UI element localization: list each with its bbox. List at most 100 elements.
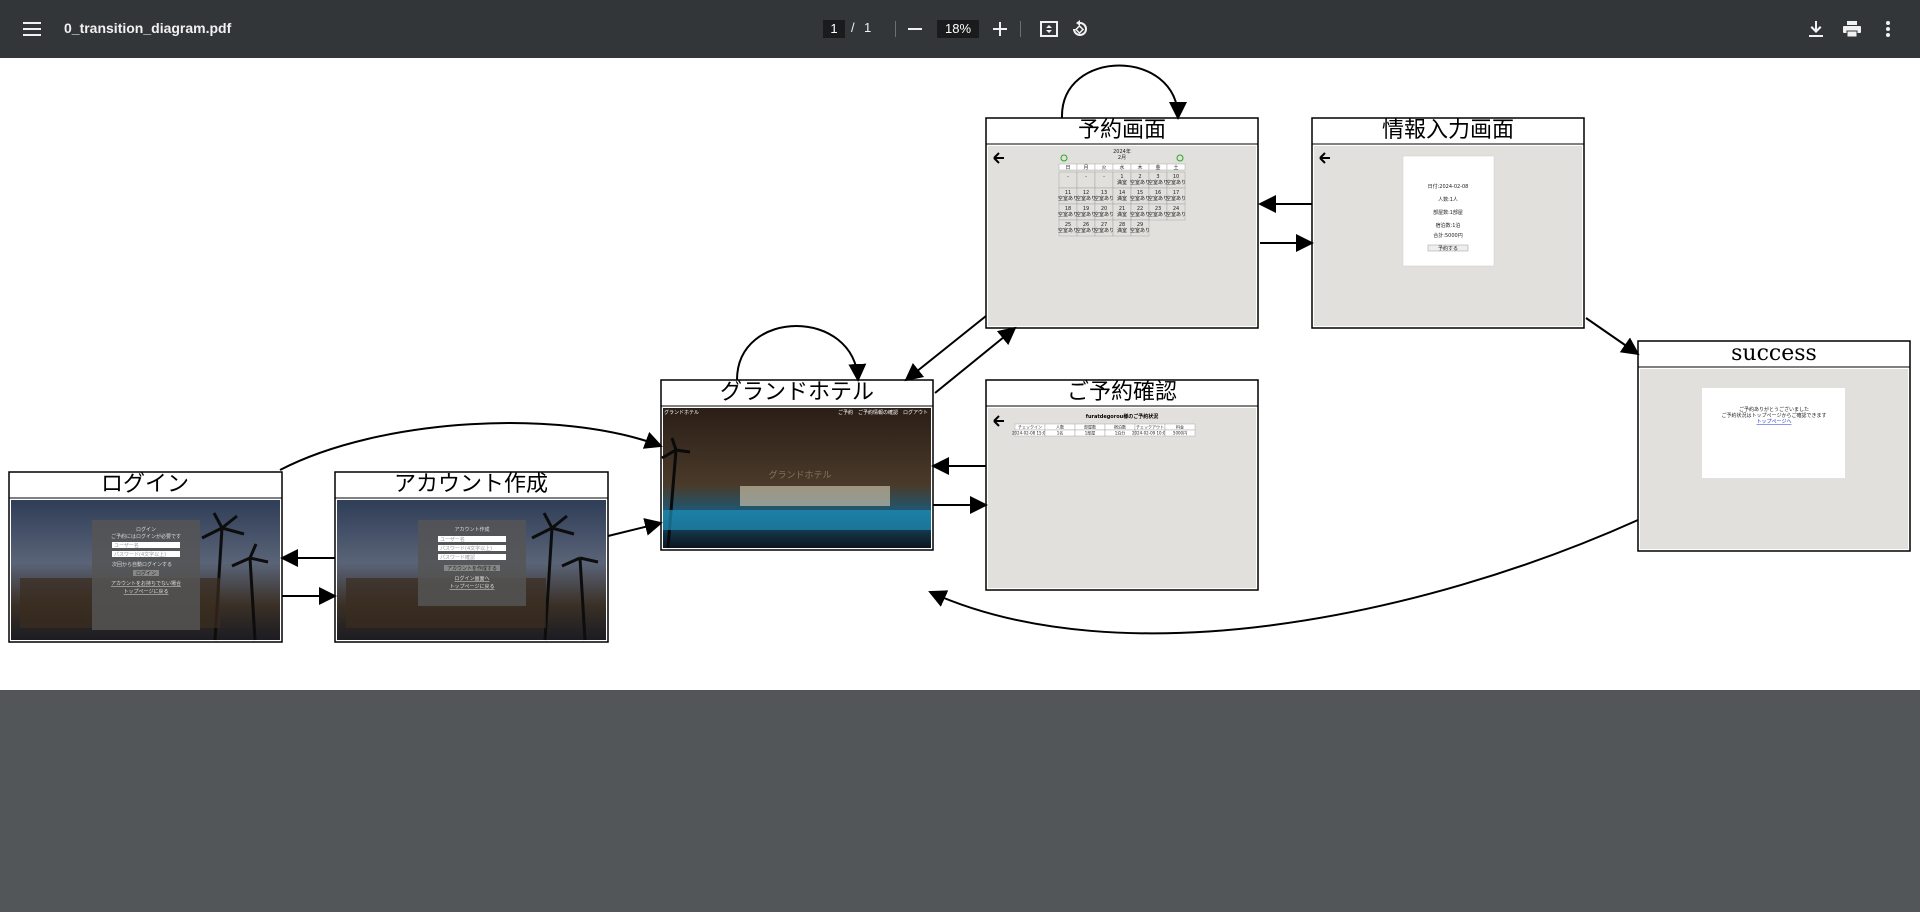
login-username-field: ユーザー名 — [114, 542, 139, 549]
success-line1: ご予約ありがとうございました — [1739, 406, 1809, 413]
calendar-day: 16 — [1155, 190, 1161, 196]
confirm-table-header: チェックアウト — [1136, 424, 1164, 430]
login-button: ログイン — [136, 570, 156, 577]
calendar-day: 20 — [1101, 206, 1107, 212]
toolbar-divider — [895, 21, 896, 37]
plus-icon[interactable] — [984, 13, 1016, 45]
confirm-table-value: 5000円 — [1173, 431, 1187, 436]
pdf-toolbar: 0_transition_diagram.pdf 1 / 1 18% — [0, 0, 1920, 58]
calendar-day-status: 満室 — [1117, 211, 1127, 218]
calendar-day-status: 空室あり — [1058, 211, 1078, 218]
page-number-input[interactable]: 1 — [823, 20, 845, 38]
info-rooms-select: 部屋数:1部屋 — [1433, 209, 1463, 216]
confirm-table-header: 宿泊数 — [1114, 424, 1126, 430]
transition-diagram: ログイン ログイン ご予約にはログインが必要です ユーザー名 パスワード(4文字… — [8, 64, 1911, 643]
info-total: 合計:5000円 — [1433, 232, 1462, 239]
edge-info-success — [1585, 317, 1640, 356]
node-success: success ご予約ありがとうございました ご予約状況はトップページからご確認… — [1637, 340, 1911, 552]
calendar-day-status: 空室あり — [1130, 211, 1150, 218]
calendar-day: 25 — [1065, 222, 1071, 228]
login-link-create: アカウントをお持ちでない場合 — [111, 580, 181, 587]
calendar-month: 2月 — [1118, 155, 1126, 161]
node-reserve: 予約画面 2024年 2月 日月火水木金土---1満室2空室あり3空室あり10空… — [985, 117, 1259, 329]
calendar-grid: 日月火水木金土---1満室2空室あり3空室あり10空室あり11空室あり12空室あ… — [1058, 163, 1186, 237]
prev-month-icon — [1060, 154, 1068, 162]
calendar-day: 19 — [1083, 206, 1089, 212]
calendar-day-status: 空室あり — [1130, 227, 1150, 234]
node-title-reserve: 予約画面 — [1078, 118, 1166, 143]
node-title-account: アカウント作成 — [394, 472, 548, 497]
calendar-day-status: 空室あり — [1130, 179, 1150, 186]
download-icon[interactable] — [1800, 13, 1832, 45]
edge-hotel-reserve — [934, 326, 1017, 394]
success-line2: ご予約状況はトップページからご確認できます — [1722, 412, 1827, 419]
transition-edges — [279, 64, 1640, 635]
calendar-day-status: 空室あり — [1076, 227, 1096, 234]
calendar-day: 21 — [1119, 206, 1125, 212]
calendar-day: 29 — [1137, 222, 1143, 228]
confirm-table-value: 1部屋 — [1085, 430, 1096, 436]
calendar-day-status: 空室あり — [1094, 195, 1114, 202]
account-panel-title: アカウント作成 — [454, 526, 489, 533]
toolbar-divider — [1020, 21, 1021, 37]
login-panel-subtitle: ご予約にはログインが必要です — [111, 533, 181, 540]
fit-page-icon[interactable] — [1033, 13, 1065, 45]
account-password-field: パスワード(4文字以上) — [440, 545, 492, 552]
calendar-day: - — [1085, 174, 1087, 180]
calendar-day-status: 空室あり — [1094, 227, 1114, 234]
calendar-day: 28 — [1119, 222, 1125, 228]
calendar-day-status: 空室あり — [1166, 179, 1186, 186]
calendar-day-status: 空室あり — [1148, 179, 1168, 186]
edge-reserve-self — [1060, 64, 1187, 120]
login-link-top: トップページに戻る — [124, 588, 169, 595]
zoom-level-input[interactable]: 18% — [937, 20, 979, 38]
calendar-day: - — [1067, 174, 1069, 180]
document-title: 0_transition_diagram.pdf — [64, 20, 232, 36]
calendar-day-status: 空室あり — [1058, 227, 1078, 234]
calendar-weekday: 金 — [1155, 164, 1160, 171]
calendar-day-status: 空室あり — [1058, 195, 1078, 202]
calendar-day: 1 — [1120, 174, 1123, 180]
calendar-day-status: 空室あり — [1148, 211, 1168, 218]
confirm-table-value: 1名 — [1057, 430, 1064, 436]
hotel-watermark: グランドホテル — [768, 469, 831, 481]
success-top-link: トップページへ — [1757, 419, 1792, 425]
confirm-table-header: 人数 — [1056, 424, 1064, 430]
print-icon[interactable] — [1836, 13, 1868, 45]
back-arrow-icon — [993, 415, 1004, 427]
more-vert-icon[interactable] — [1872, 13, 1904, 45]
info-reserve-button: 予約する — [1438, 245, 1458, 252]
node-title-login: ログイン — [101, 472, 189, 497]
next-month-icon — [1176, 154, 1184, 162]
confirm-table-value: 2024-02-09 10:00 — [1132, 431, 1169, 436]
success-card — [1702, 388, 1845, 478]
login-password-field: パスワード(4文字以上) — [114, 551, 166, 558]
calendar-day: 2 — [1138, 174, 1141, 180]
node-title-success: success — [1731, 341, 1817, 366]
login-panel-title: ログイン — [136, 526, 156, 533]
calendar-day: 22 — [1137, 206, 1143, 212]
menu-icon[interactable] — [16, 13, 48, 45]
account-link-top: トップページに戻る — [450, 583, 495, 590]
edge-reserve-hotel — [904, 315, 987, 382]
back-arrow-icon — [993, 152, 1004, 164]
calendar-weekday: 月 — [1083, 165, 1088, 171]
confirm-table-value: 1泊分 — [1115, 430, 1126, 436]
edge-login-hotel — [279, 422, 663, 471]
page-total: 1 — [864, 20, 872, 35]
calendar-day: 18 — [1065, 206, 1071, 212]
node-login: ログイン ログイン ご予約にはログインが必要です ユーザー名 パスワード(4文字… — [8, 471, 283, 643]
calendar-weekday-cell — [1166, 163, 1186, 171]
info-date: 日付:2024-02-08 — [1428, 183, 1469, 190]
node-info: 情報入力画面 日付:2024-02-08 人数:1人 部屋数:1部屋 宿泊数:1… — [1311, 117, 1585, 329]
node-confirm: ご予約確認 furatdegorou様のご予約状況 チェックイン人数部屋数宿泊数… — [985, 379, 1259, 591]
calendar-day: 24 — [1173, 206, 1179, 212]
calendar-day-status: 空室あり — [1130, 195, 1150, 202]
rotate-icon[interactable] — [1064, 13, 1096, 45]
minus-icon[interactable] — [899, 13, 931, 45]
calendar-day: 12 — [1083, 190, 1089, 196]
calendar-day: 14 — [1119, 190, 1125, 196]
edge-account-hotel — [607, 518, 663, 537]
back-arrow-icon — [1319, 152, 1330, 164]
